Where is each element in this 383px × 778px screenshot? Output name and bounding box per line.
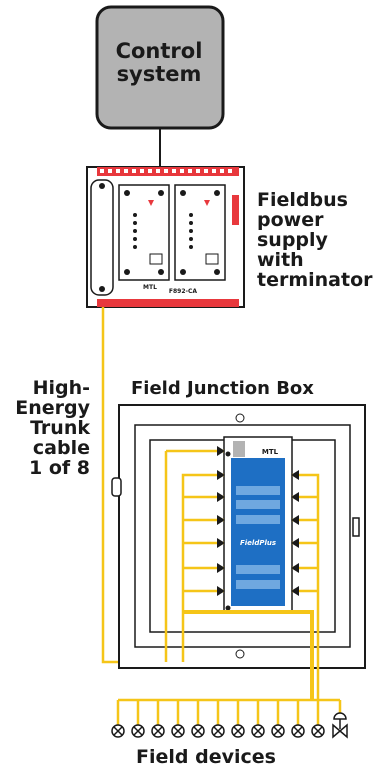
fieldplus-junction-module: FieldPlus MTL — [223, 436, 293, 613]
power-supply-brand: MTL — [143, 284, 157, 291]
fieldbus-power-supply: F892-CA MTL — [86, 166, 245, 308]
valve-circle-x-icon — [191, 724, 205, 738]
junction-mtl: MTL — [262, 448, 279, 456]
device-bus — [116, 698, 342, 725]
junction-brand: FieldPlus — [240, 539, 276, 547]
power-supply-model: F892-CA — [169, 288, 198, 295]
spur-connectors — [217, 446, 299, 596]
power-supply-label: Fieldbus power supply with terminator — [257, 189, 373, 291]
valve-circle-x-icon — [131, 724, 145, 738]
valve-circle-x-icon — [171, 724, 185, 738]
valve-circle-x-icon — [251, 724, 265, 738]
junction-box-label: Field Junction Box — [131, 378, 314, 399]
valve-circle-x-icon — [151, 724, 165, 738]
trunk-cable-label: High- Energy Trunk cable 1 of 8 — [15, 377, 90, 479]
field-device-icons — [111, 712, 348, 739]
valve-circle-x-icon — [211, 724, 225, 738]
valve-circle-x-icon — [231, 724, 245, 738]
valve-circle-x-icon — [291, 724, 305, 738]
control-system-label: Control system — [115, 39, 203, 86]
field-devices-label: Field devices — [136, 746, 276, 768]
actuated-valve-icon — [332, 712, 348, 739]
valve-circle-x-icon — [111, 724, 125, 738]
valve-circle-x-icon — [311, 724, 325, 738]
valve-circle-x-icon — [271, 724, 285, 738]
